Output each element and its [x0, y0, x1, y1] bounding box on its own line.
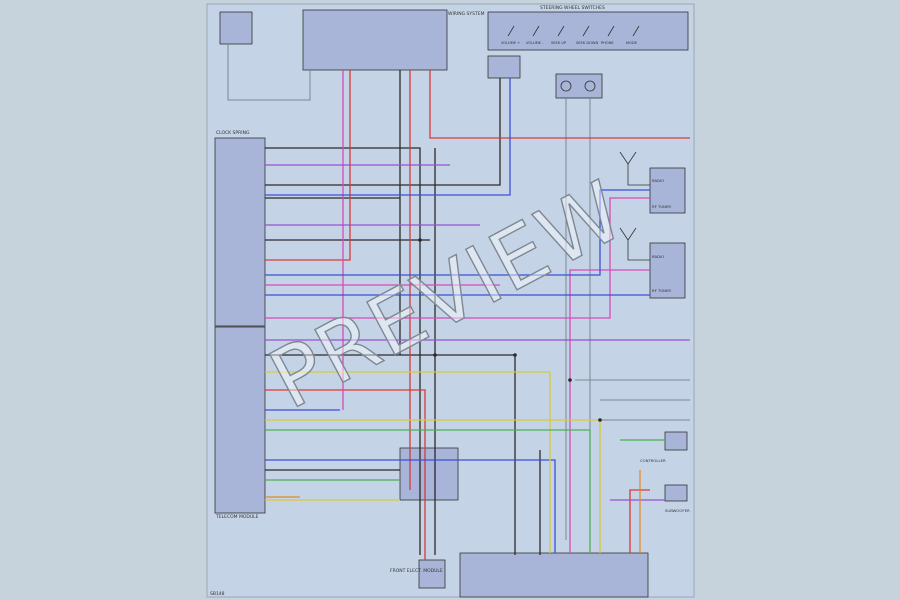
- rf-tuner-2-label: RF TUNER: [652, 288, 671, 293]
- antenna-2: [619, 227, 650, 261]
- left-upper-ecu-box: [214, 137, 266, 327]
- clock-spring-coil-2: [584, 80, 596, 92]
- switch-name-3: SEEK UP: [551, 41, 567, 45]
- left-ecu-label: CLOCK SPRING: [216, 130, 250, 136]
- blue-wires: [265, 78, 650, 553]
- rf-tuner-1-label: RF TUNER: [652, 204, 671, 209]
- steering-switch-name-labels: VOLUME + VOLUME - SEEK UP SEEK DOWN PHON…: [501, 41, 638, 45]
- steering-switches-label: STEERING WHEEL SWITCHES: [540, 5, 605, 11]
- right-small-box-2: [664, 484, 688, 502]
- top-switch-box: [302, 9, 448, 71]
- right-rf-box-2: [649, 242, 686, 299]
- top-switch-label: WIRING SYSTEM: [448, 11, 485, 17]
- splice-dots: [418, 238, 602, 422]
- magenta-wires: [265, 70, 650, 553]
- right-rf-box-1: [649, 167, 686, 214]
- center-module-box: [399, 447, 459, 501]
- bottom-center-box: [418, 559, 446, 589]
- lower-right-label: CONTROLLER: [640, 458, 666, 463]
- antenna-1-label: RADIO: [652, 178, 664, 183]
- switch-name-2: VOLUME -: [526, 41, 544, 45]
- purple-wires: [265, 164, 690, 501]
- bottom-right-module-box: [459, 552, 649, 598]
- green-wires: [265, 429, 665, 553]
- switch-name-6: MODE: [626, 41, 638, 45]
- switch-name-4: SEEK DOWN: [576, 41, 598, 45]
- left-lower-label: TELECOM MODULE: [215, 514, 259, 520]
- clock-spring-connector-box: [555, 73, 603, 99]
- switch-name-1: VOLUME +: [501, 41, 520, 45]
- right-small-box-1: [664, 431, 688, 451]
- steering-wheel-switches-box: [487, 11, 689, 51]
- upper-connector-box: [487, 55, 521, 79]
- top-left-fuse-box: [219, 11, 253, 45]
- steering-switch-glyphs: [507, 25, 640, 37]
- antenna-2-label: RADIO: [652, 254, 664, 259]
- antenna-1: [619, 151, 650, 186]
- orange-wires: [265, 470, 641, 553]
- clock-spring-coil-1: [560, 80, 572, 92]
- bottom-box-label: FRONT ELECT. MODULE: [390, 568, 443, 574]
- footer-code: SB148: [210, 591, 225, 597]
- switch-name-5: PHONE: [601, 41, 614, 45]
- left-lower-ecu-box: [214, 326, 266, 514]
- bottom-right-label: SUBWOOFER: [665, 508, 690, 513]
